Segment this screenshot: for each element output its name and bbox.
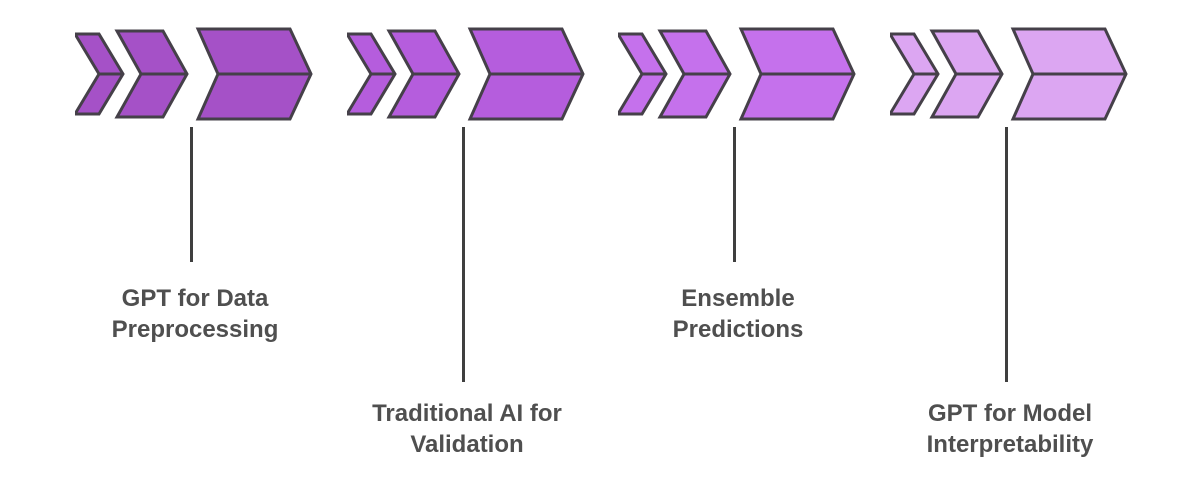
stage-ensemble-predictions: Ensemble Predictions bbox=[618, 27, 858, 467]
stage-traditional-ai-validation: Traditional AI for Validation bbox=[347, 27, 587, 467]
chevron-arrows-icon bbox=[618, 27, 856, 121]
chevron-arrows-icon bbox=[890, 27, 1128, 121]
stage-label: Ensemble Predictions bbox=[593, 283, 883, 345]
connector-line bbox=[190, 127, 193, 262]
stage-label-line2: Validation bbox=[410, 431, 524, 458]
stage-label: GPT for Data Preprocessing bbox=[50, 283, 340, 345]
stage-gpt-model-interpretability: GPT for Model Interpretability bbox=[890, 27, 1130, 467]
chevron-arrows-icon bbox=[75, 27, 313, 121]
stage-label-line1: GPT for Model bbox=[928, 400, 1092, 427]
stage-label-line2: Preprocessing bbox=[111, 316, 279, 343]
stage-label-line2: Predictions bbox=[672, 316, 804, 343]
connector-line bbox=[733, 127, 736, 262]
stage-label-line1: GPT for Data bbox=[121, 285, 269, 312]
connector-line bbox=[1005, 127, 1008, 382]
chevron-arrows-icon bbox=[347, 27, 585, 121]
stage-label: GPT for Model Interpretability bbox=[865, 398, 1155, 460]
stage-gpt-data-preprocessing: GPT for Data Preprocessing bbox=[75, 27, 315, 467]
stage-label-line1: Ensemble bbox=[681, 285, 795, 312]
stage-label-line2: Interpretability bbox=[926, 431, 1094, 458]
stage-label-line1: Traditional AI for bbox=[372, 400, 562, 427]
connector-line bbox=[462, 127, 465, 382]
stage-label: Traditional AI for Validation bbox=[322, 398, 612, 460]
